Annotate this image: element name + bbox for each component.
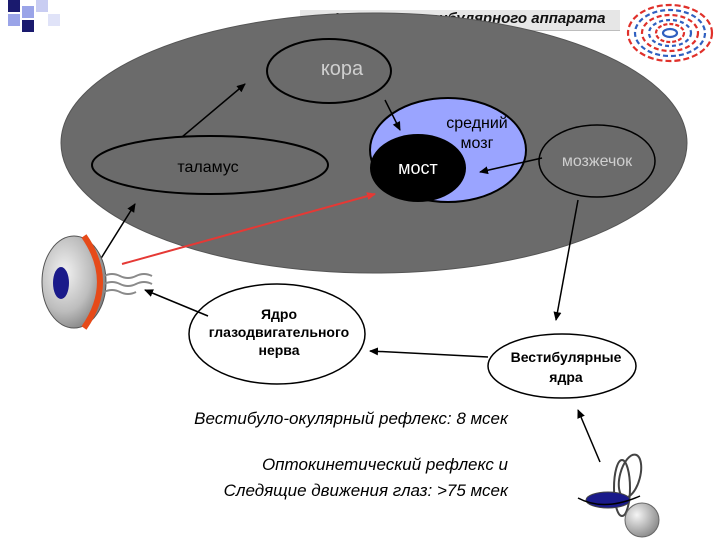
arrow-vestibular-to-oculomotor xyxy=(369,347,489,358)
arrow-cerebellum-to-vestibular xyxy=(553,199,579,321)
vestibular-label-line1: Вестибулярные xyxy=(511,349,622,365)
midbrain-label-line1: средний xyxy=(446,115,508,132)
vor-caption: Вестибуло-окулярный рефлекс: 8 мсек xyxy=(194,409,509,428)
cortex-node xyxy=(266,38,392,104)
vestibular-label-line2: ядра xyxy=(549,369,583,385)
arrow-labyrinth-to-vestibular xyxy=(577,409,601,463)
arrow-thalamus-to-cortex xyxy=(181,83,246,138)
pons-node xyxy=(370,134,466,202)
thalamus-label: таламус xyxy=(177,159,238,176)
cortex-label: кора xyxy=(321,58,364,80)
midbrain-label-line2: мозг xyxy=(461,135,494,152)
decorative-squares xyxy=(8,0,64,40)
oculomotor-nucleus-node xyxy=(188,283,366,385)
okr-caption-line1: Оптокинетический рефлекс и xyxy=(262,455,509,474)
oculomotor-label-line1: Ядро xyxy=(261,306,297,322)
eye-icon xyxy=(41,234,153,330)
okr-caption-line2: Следящие движения глаз: >75 мсек xyxy=(224,481,509,500)
arrow-oculomotor-to-eye xyxy=(144,289,209,317)
cerebellum-node xyxy=(538,124,656,198)
vestibular-nuclei-node xyxy=(487,333,637,399)
thalamus-node xyxy=(91,135,329,195)
spiral-decoration-icon xyxy=(624,2,716,64)
arrow-eye-to-thalamus xyxy=(99,203,136,261)
vestibular-organ-icon xyxy=(577,453,660,538)
arrow-cortex-to-pons xyxy=(384,99,401,131)
red-arrow-eye-to-pons xyxy=(121,192,376,265)
arrow-cerebellum-to-midbrain xyxy=(479,157,543,175)
cerebellum-label: мозжечок xyxy=(562,153,633,170)
oculomotor-label-line2: глазодвигательного xyxy=(209,324,349,340)
pons-label: мост xyxy=(398,158,438,178)
oculomotor-label-line3: нерва xyxy=(258,342,299,358)
